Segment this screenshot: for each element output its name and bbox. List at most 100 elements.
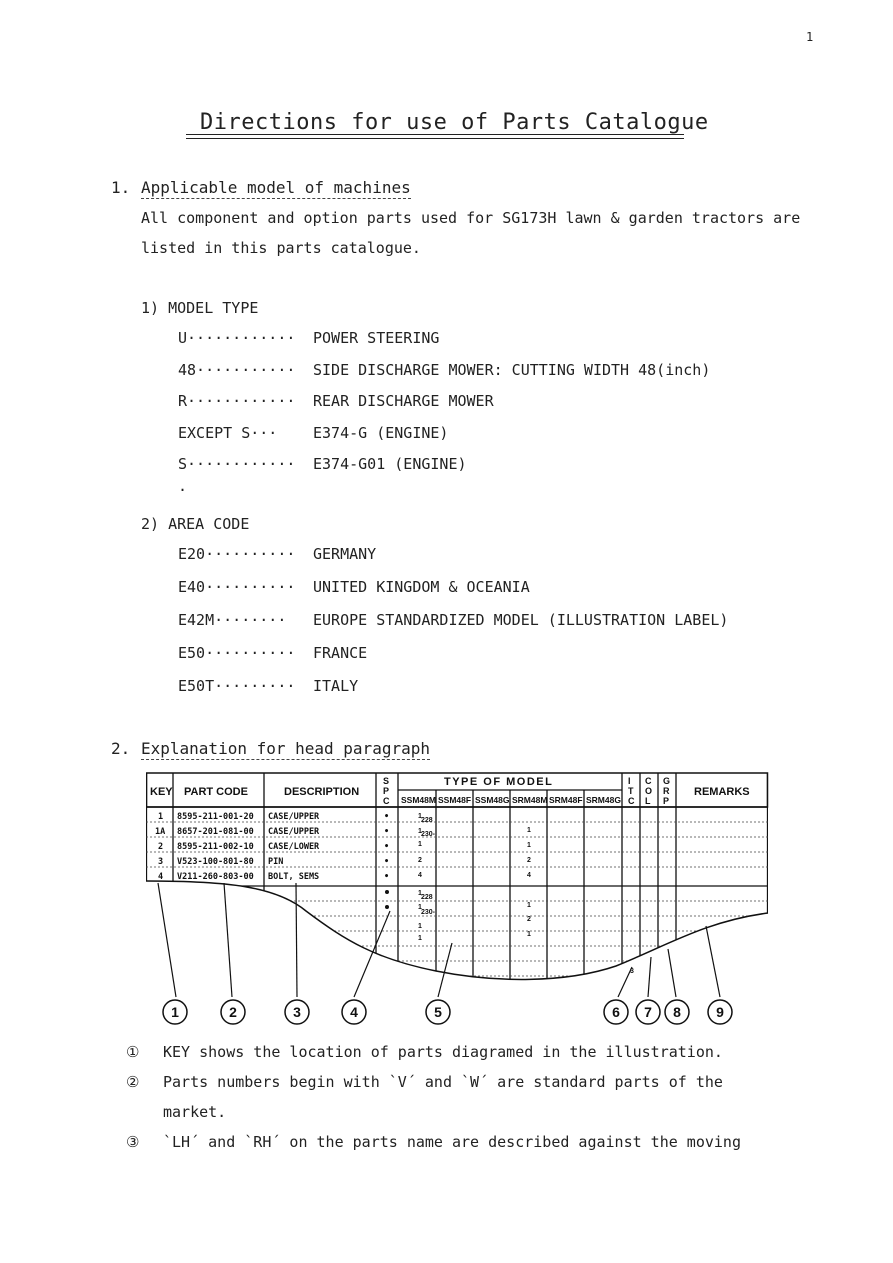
row-part-code: V523-100-801-80 [177, 857, 254, 867]
row-spc: • [384, 842, 389, 852]
callout-4: 4 [350, 1004, 358, 1020]
section1-heading: Applicable model of machines [141, 178, 411, 199]
section1-body-line2: listed in this parts catalogue. [141, 239, 421, 257]
area-desc: ITALY [313, 677, 359, 695]
page-title: Directions for use of Parts Catalogue [200, 110, 709, 135]
area-code: E20·········· [178, 545, 296, 563]
svg-text:1: 1 [418, 923, 422, 930]
svg-text:1: 1 [418, 841, 422, 848]
model-type-desc: SIDE DISCHARGE MOWER: CUTTING WIDTH 48(i… [313, 361, 711, 379]
model-type-code: U············ [178, 329, 296, 347]
model-type-code: EXCEPT S··· [178, 424, 278, 442]
svg-text:1: 1 [418, 890, 422, 897]
area-desc: UNITED KINGDOM & OCEANIA [313, 578, 530, 596]
header-model: SSM48F [438, 795, 471, 805]
svg-text:1: 1 [418, 813, 422, 820]
row-spc: • [384, 872, 389, 882]
header-key: KEY [150, 786, 173, 798]
header-spc-c: C [383, 796, 390, 806]
title-underline [186, 134, 684, 135]
header-model: SRM48F [549, 795, 583, 805]
note-mark-3: ③ [126, 1133, 140, 1151]
svg-text:4: 4 [418, 872, 422, 879]
header-spc-s: S [383, 776, 389, 786]
trailing-dot: · [178, 481, 188, 499]
row-description: CASE/UPPER [268, 812, 320, 822]
header-grp-r: R [663, 786, 670, 796]
header-model: SSM48G [475, 795, 510, 805]
svg-text:2: 2 [527, 857, 531, 864]
note-mark-1: ① [126, 1043, 140, 1061]
header-col-o: O [645, 786, 652, 796]
row-key: 4 [158, 872, 163, 882]
callout-9: 9 [716, 1004, 724, 1020]
row-spc: • [384, 857, 389, 867]
row-spc: • [384, 827, 389, 837]
model-type-code: S············ [178, 455, 296, 473]
section2-number: 2. [111, 739, 131, 758]
row-part-code: 8595-211-002-10 [177, 842, 254, 852]
row-key: 3 [158, 857, 163, 867]
header-model: SRM48G [586, 795, 621, 805]
row-part-code: V211-260-803-00 [177, 872, 254, 882]
svg-text:1: 1 [527, 902, 531, 909]
area-code-label: 2) AREA CODE [141, 515, 250, 533]
callout-8: 8 [673, 1004, 681, 1020]
svg-text:228: 228 [421, 817, 433, 824]
area-code: E40·········· [178, 578, 296, 596]
header-part-code: PART CODE [184, 786, 248, 798]
svg-text:228: 228 [421, 894, 433, 901]
model-type-desc: POWER STEERING [313, 329, 440, 347]
header-model: SSM48M [401, 795, 436, 805]
svg-text:1: 1 [527, 827, 531, 834]
title-underline-second [186, 138, 684, 139]
svg-text:1: 1 [418, 935, 422, 942]
callout-3: 3 [293, 1004, 301, 1020]
row-key: 1 [158, 812, 163, 822]
area-desc: GERMANY [313, 545, 377, 563]
header-itc-c: C [628, 796, 635, 806]
note-text-2: Parts numbers begin with `V´ and `W´ are… [163, 1073, 723, 1091]
area-code: E50T········· [178, 677, 296, 695]
row-part-code: 8595-211-001-20 [177, 812, 254, 822]
section2-heading: Explanation for head paragraph [141, 739, 430, 760]
header-itc-i: I [628, 776, 631, 786]
row-description: CASE/UPPER [268, 827, 320, 837]
callout-7: 7 [644, 1004, 652, 1020]
note-text-1: KEY shows the location of parts diagrame… [163, 1043, 723, 1061]
row-description: PIN [268, 857, 283, 867]
callout-1: 1 [171, 1004, 179, 1020]
model-type-code: R············ [178, 392, 296, 410]
model-type-code: 48··········· [178, 361, 296, 379]
row-key: 1A [155, 827, 165, 837]
svg-text:2: 2 [418, 857, 422, 864]
model-type-desc: E374-G (ENGINE) [313, 424, 449, 442]
svg-text:4: 4 [527, 872, 531, 879]
area-code: E42M········ [178, 611, 287, 629]
header-itc-t: T [628, 786, 634, 796]
header-remarks: REMARKS [694, 786, 750, 798]
area-desc: FRANCE [313, 644, 368, 662]
svg-text:1: 1 [418, 904, 422, 911]
header-spc-p: P [383, 786, 389, 796]
header-col-c: C [645, 776, 652, 786]
svg-text:230-: 230- [421, 831, 436, 838]
itc-mark: 3 [630, 968, 634, 975]
svg-text:230-: 230- [421, 909, 436, 916]
note-text-2-continued: market. [163, 1103, 227, 1121]
section1-body-line1: All component and option parts used for … [141, 209, 801, 227]
header-grp-p: P [663, 796, 669, 806]
svg-text:1: 1 [527, 842, 531, 849]
callout-2: 2 [229, 1004, 237, 1020]
model-type-label: 1) MODEL TYPE [141, 299, 259, 317]
model-type-desc: REAR DISCHARGE MOWER [313, 392, 494, 410]
row-key: 2 [158, 842, 163, 852]
row-description: BOLT, SEMS [268, 872, 319, 882]
area-desc: EUROPE STANDARDIZED MODEL (ILLUSTRATION … [313, 611, 729, 629]
note-mark-2: ② [126, 1073, 140, 1091]
note-text-3: `LH´ and `RH´ on the parts name are desc… [163, 1133, 741, 1151]
header-model: SRM48M [512, 795, 547, 805]
row-description: CASE/LOWER [268, 842, 320, 852]
svg-text:1: 1 [418, 828, 422, 835]
